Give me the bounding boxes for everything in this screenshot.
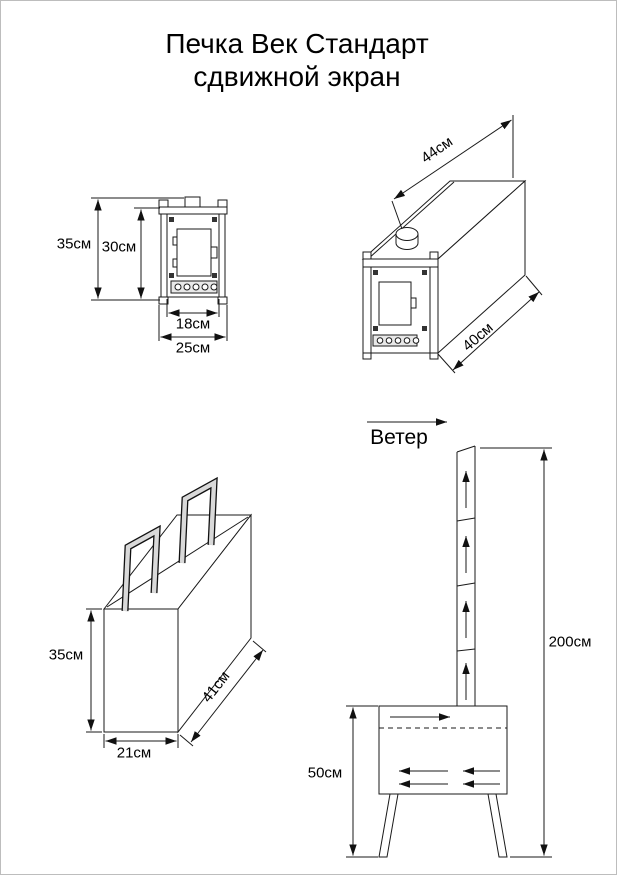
front-door xyxy=(176,228,212,277)
iso-door xyxy=(378,281,412,326)
cover-view-drawing xyxy=(102,476,253,734)
front-body-height-label: 30см xyxy=(101,238,137,256)
front-view-drawing xyxy=(158,196,228,305)
title-line-1: Печка Век Стандарт xyxy=(165,28,429,59)
cover-width-label: 21см xyxy=(116,744,152,762)
side-view-dimension-lines xyxy=(346,447,552,858)
front-view-dimension-lines xyxy=(91,197,228,341)
side-stove-body xyxy=(378,705,508,795)
title-line-2: сдвижной экран xyxy=(193,61,401,92)
stove-leg-left xyxy=(378,793,399,858)
cover-front-face xyxy=(103,608,179,733)
cover-height-label: 35см xyxy=(48,646,84,664)
iso-view-drawing xyxy=(361,179,527,360)
wind-label: Ветер xyxy=(370,426,428,449)
front-overall-width-label: 25см xyxy=(175,339,211,357)
front-overall-height-label: 35см xyxy=(56,235,92,253)
side-view-drawing xyxy=(367,418,508,858)
front-inner-width-label: 18см xyxy=(175,315,211,333)
iso-view-dimension-lines xyxy=(391,115,543,374)
front-door-latch xyxy=(210,246,218,259)
page-title: Печка Век Стандарт сдвижной экран xyxy=(1,27,593,93)
front-top-plate xyxy=(158,206,228,215)
firebox-height-label: 50см xyxy=(307,764,343,782)
total-height-label: 200см xyxy=(548,633,592,651)
cover-view-dimension-lines xyxy=(86,608,267,748)
stove-leg-right xyxy=(487,793,508,858)
iso-chimney-collar xyxy=(395,227,419,241)
front-chimney-stub xyxy=(184,196,201,208)
